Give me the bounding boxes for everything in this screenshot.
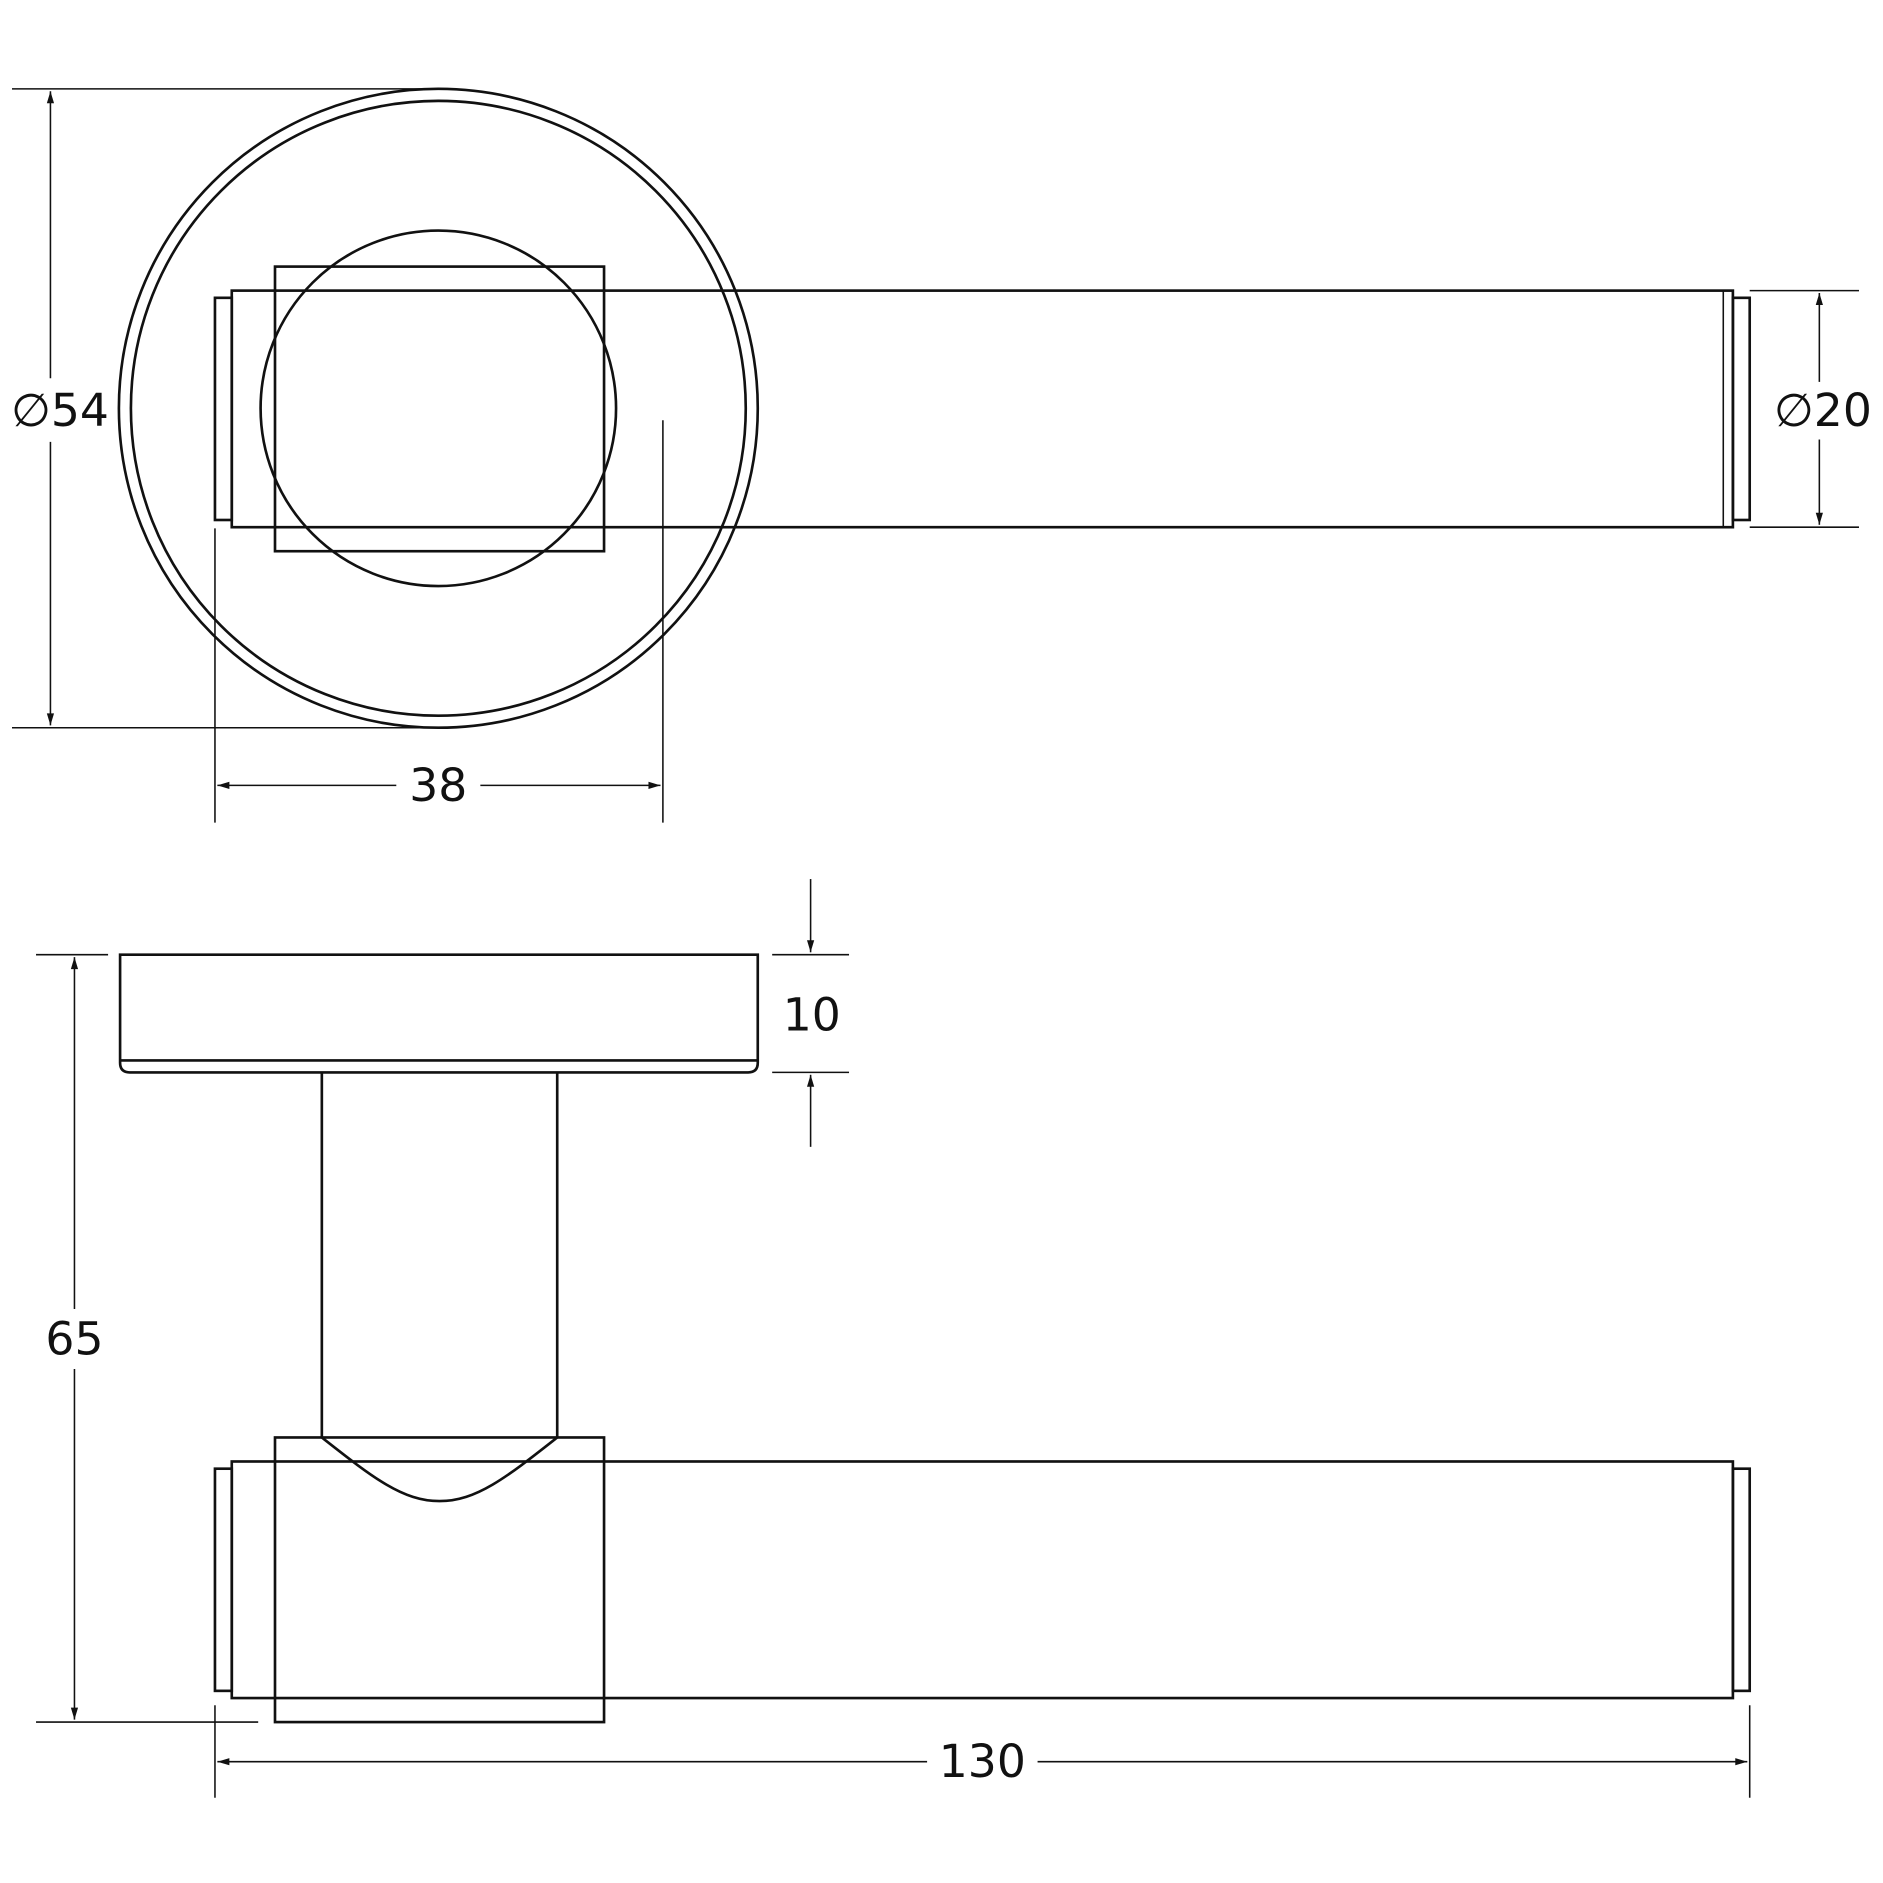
dim-rose-diameter: ∅54 (11, 384, 109, 437)
lever-end-cap-right (1731, 296, 1752, 522)
dim-rose-thickness: 10 (783, 988, 841, 1041)
lever-end-cap-left (213, 296, 234, 522)
side-view: 10 65 130 (36, 879, 1752, 1798)
dim-projection: 65 (45, 1312, 103, 1365)
lever-end-ring-right (1722, 289, 1734, 528)
rose-inner (129, 99, 748, 718)
rose-side (118, 953, 760, 1074)
dim-lever-length: 130 (939, 1735, 1026, 1788)
hub-neck-curve (321, 1436, 559, 1503)
lever-hub (273, 265, 606, 553)
dim-offset: 38 (409, 759, 467, 812)
lever-knurled-grip-side (230, 1460, 1735, 1700)
dim-lever-diameter: ∅20 (1774, 384, 1872, 437)
lever-knurled-grip (230, 289, 1735, 529)
lever-hub-side (273, 1436, 606, 1724)
rose-boss (259, 229, 618, 588)
top-view: ∅54 ∅20 38 (11, 87, 1872, 823)
